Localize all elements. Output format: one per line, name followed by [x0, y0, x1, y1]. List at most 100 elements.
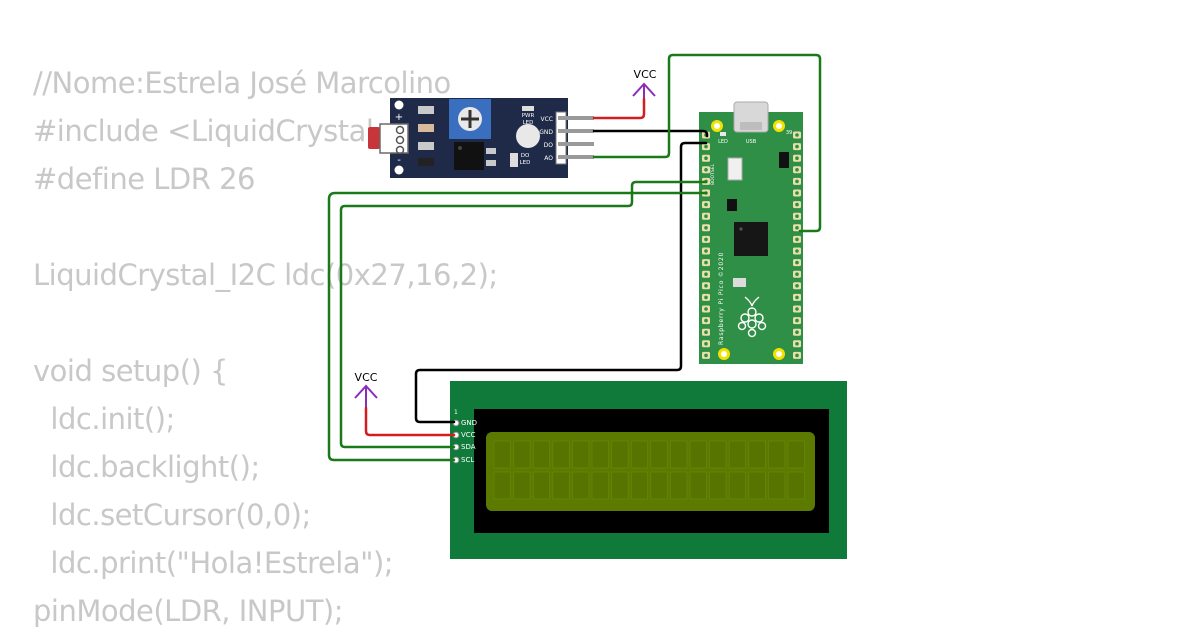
- ldr-plus-label: +: [395, 112, 403, 123]
- pico-pin-hole: [704, 226, 708, 230]
- wire-ldr-vcc[interactable]: [592, 97, 646, 120]
- pin-do[interactable]: [558, 142, 594, 146]
- pwr-led-label: LED: [523, 120, 534, 126]
- vcc-power-symbol-lcd: VCC: [354, 371, 378, 408]
- pico-pin-hole: [795, 284, 799, 288]
- lcd-cell: [709, 471, 727, 500]
- pico-pin-hole: [795, 295, 799, 300]
- wire-ldr-gnd[interactable]: [592, 129, 709, 138]
- pico-pin-hole: [704, 318, 708, 323]
- lcd-cell: [689, 471, 707, 500]
- smd-resistor: [418, 124, 434, 132]
- code-line: //Nome:Estrela José Marcolino: [33, 66, 451, 100]
- header-pin: [395, 125, 405, 135]
- lcd-pin1-label: 1: [454, 409, 458, 416]
- pico-pin-hole: [795, 272, 799, 277]
- lcd-cell: [552, 471, 570, 500]
- lcd-cell: [513, 440, 531, 469]
- pin-ao[interactable]: [558, 155, 594, 159]
- wire-lcd-sda[interactable]: [339, 180, 708, 449]
- code-line: void setup() {: [33, 354, 229, 388]
- bootsel-button[interactable]: [727, 157, 743, 181]
- pico-pin-row-left: [702, 131, 710, 359]
- pico-pin-hole: [795, 156, 799, 160]
- pico-pin-hole: [704, 330, 708, 335]
- lcd-pin-label: SDA: [461, 443, 476, 451]
- pin-label-ao: AO: [544, 155, 553, 162]
- mount-hole-center: [776, 123, 782, 129]
- pico-pin-hole: [795, 168, 799, 172]
- pico-pin-hole: [704, 307, 708, 311]
- code-line: #define LDR 26: [33, 162, 256, 196]
- pico-pin-hole: [795, 133, 799, 137]
- wire-lcd-gnd[interactable]: [414, 141, 708, 424]
- smd-resistor: [418, 106, 434, 114]
- lcd-cell: [591, 471, 609, 500]
- pico-pin-hole: [704, 284, 708, 288]
- lcd-cell: [513, 471, 531, 500]
- pico-component: [779, 152, 789, 168]
- lcd-cell: [670, 440, 688, 469]
- lcd-cell: [787, 471, 805, 500]
- pico-pin-hole: [795, 144, 799, 149]
- do-led-label: DO: [521, 153, 530, 159]
- ldr-sensor-module[interactable]: + - PWR LED DO LED VCC GND DO AO: [368, 98, 594, 178]
- vcc-arrow-icon: [354, 384, 378, 408]
- pico-pin-hole: [704, 168, 708, 172]
- lcd-cell: [532, 471, 551, 500]
- lcd-cell: [787, 440, 805, 469]
- lcd-cell: [532, 440, 551, 469]
- lcd-16x2-i2c[interactable]: 1 GND VCC SDA SCL: [450, 381, 847, 559]
- pico-pin-hole: [795, 260, 799, 265]
- code-line: ldc.backlight();: [33, 450, 260, 484]
- lcd-cell: [611, 440, 629, 469]
- pico-pin-hole: [704, 237, 708, 242]
- pico-pin-hole: [704, 144, 708, 149]
- chip-dot: [739, 227, 743, 231]
- lcd-pin-label: VCC: [461, 431, 476, 439]
- usb-silk-label: USB: [746, 139, 757, 145]
- pico-pin-hole: [704, 214, 708, 218]
- raspberry-pi-pico[interactable]: USB LED 39 BOOTSEL Raspberry Pi Pico ©20…: [699, 101, 803, 364]
- pico-pin-hole: [704, 156, 708, 160]
- lcd-cell: [728, 440, 747, 469]
- comparator-chip: [454, 142, 484, 170]
- smd-part: [486, 160, 496, 166]
- code-line: ldc.setCursor(0,0);: [33, 498, 311, 532]
- lcd-cell: [748, 440, 766, 469]
- lcd-cell: [552, 440, 570, 469]
- lcd-character-grid: [493, 440, 805, 500]
- pico-pin-hole: [795, 179, 799, 184]
- lcd-cell: [748, 471, 766, 500]
- photoresistor[interactable]: [368, 127, 380, 149]
- code-line: ldc.init();: [33, 402, 175, 436]
- mount-hole: [394, 165, 404, 175]
- wire-lcd-scl[interactable]: [327, 191, 708, 462]
- mount-hole-center: [721, 351, 727, 357]
- wire-ldr-ao[interactable]: [592, 53, 822, 233]
- code-line: ldc.print("Hola!Estrela");: [33, 546, 394, 580]
- lcd-cell: [650, 440, 668, 469]
- pico-pin-hole: [704, 249, 708, 253]
- pin-label-do: DO: [544, 142, 554, 149]
- lcd-cell: [630, 471, 649, 500]
- header-pin: [395, 135, 405, 145]
- usb-port-inner: [740, 122, 762, 130]
- wire-lcd-vcc[interactable]: [364, 406, 456, 437]
- lcd-cell: [630, 440, 649, 469]
- vcc-power-symbol: VCC: [632, 68, 657, 104]
- pico-pin-hole: [795, 307, 799, 311]
- lcd-cell: [572, 440, 590, 469]
- pin-label-gnd: GND: [539, 129, 553, 136]
- pin39-label: 39: [786, 130, 792, 136]
- pin-vcc[interactable]: [558, 116, 594, 120]
- lcd-cell: [689, 440, 707, 469]
- pico-pin-hole: [795, 214, 799, 218]
- lcd-cell: [768, 440, 786, 469]
- pin-gnd[interactable]: [558, 129, 594, 133]
- onboard-led: [720, 132, 726, 136]
- smd-part: [486, 148, 496, 154]
- pico-pin-hole: [795, 249, 799, 253]
- pico-pin-hole: [795, 202, 799, 207]
- lcd-cell: [572, 471, 590, 500]
